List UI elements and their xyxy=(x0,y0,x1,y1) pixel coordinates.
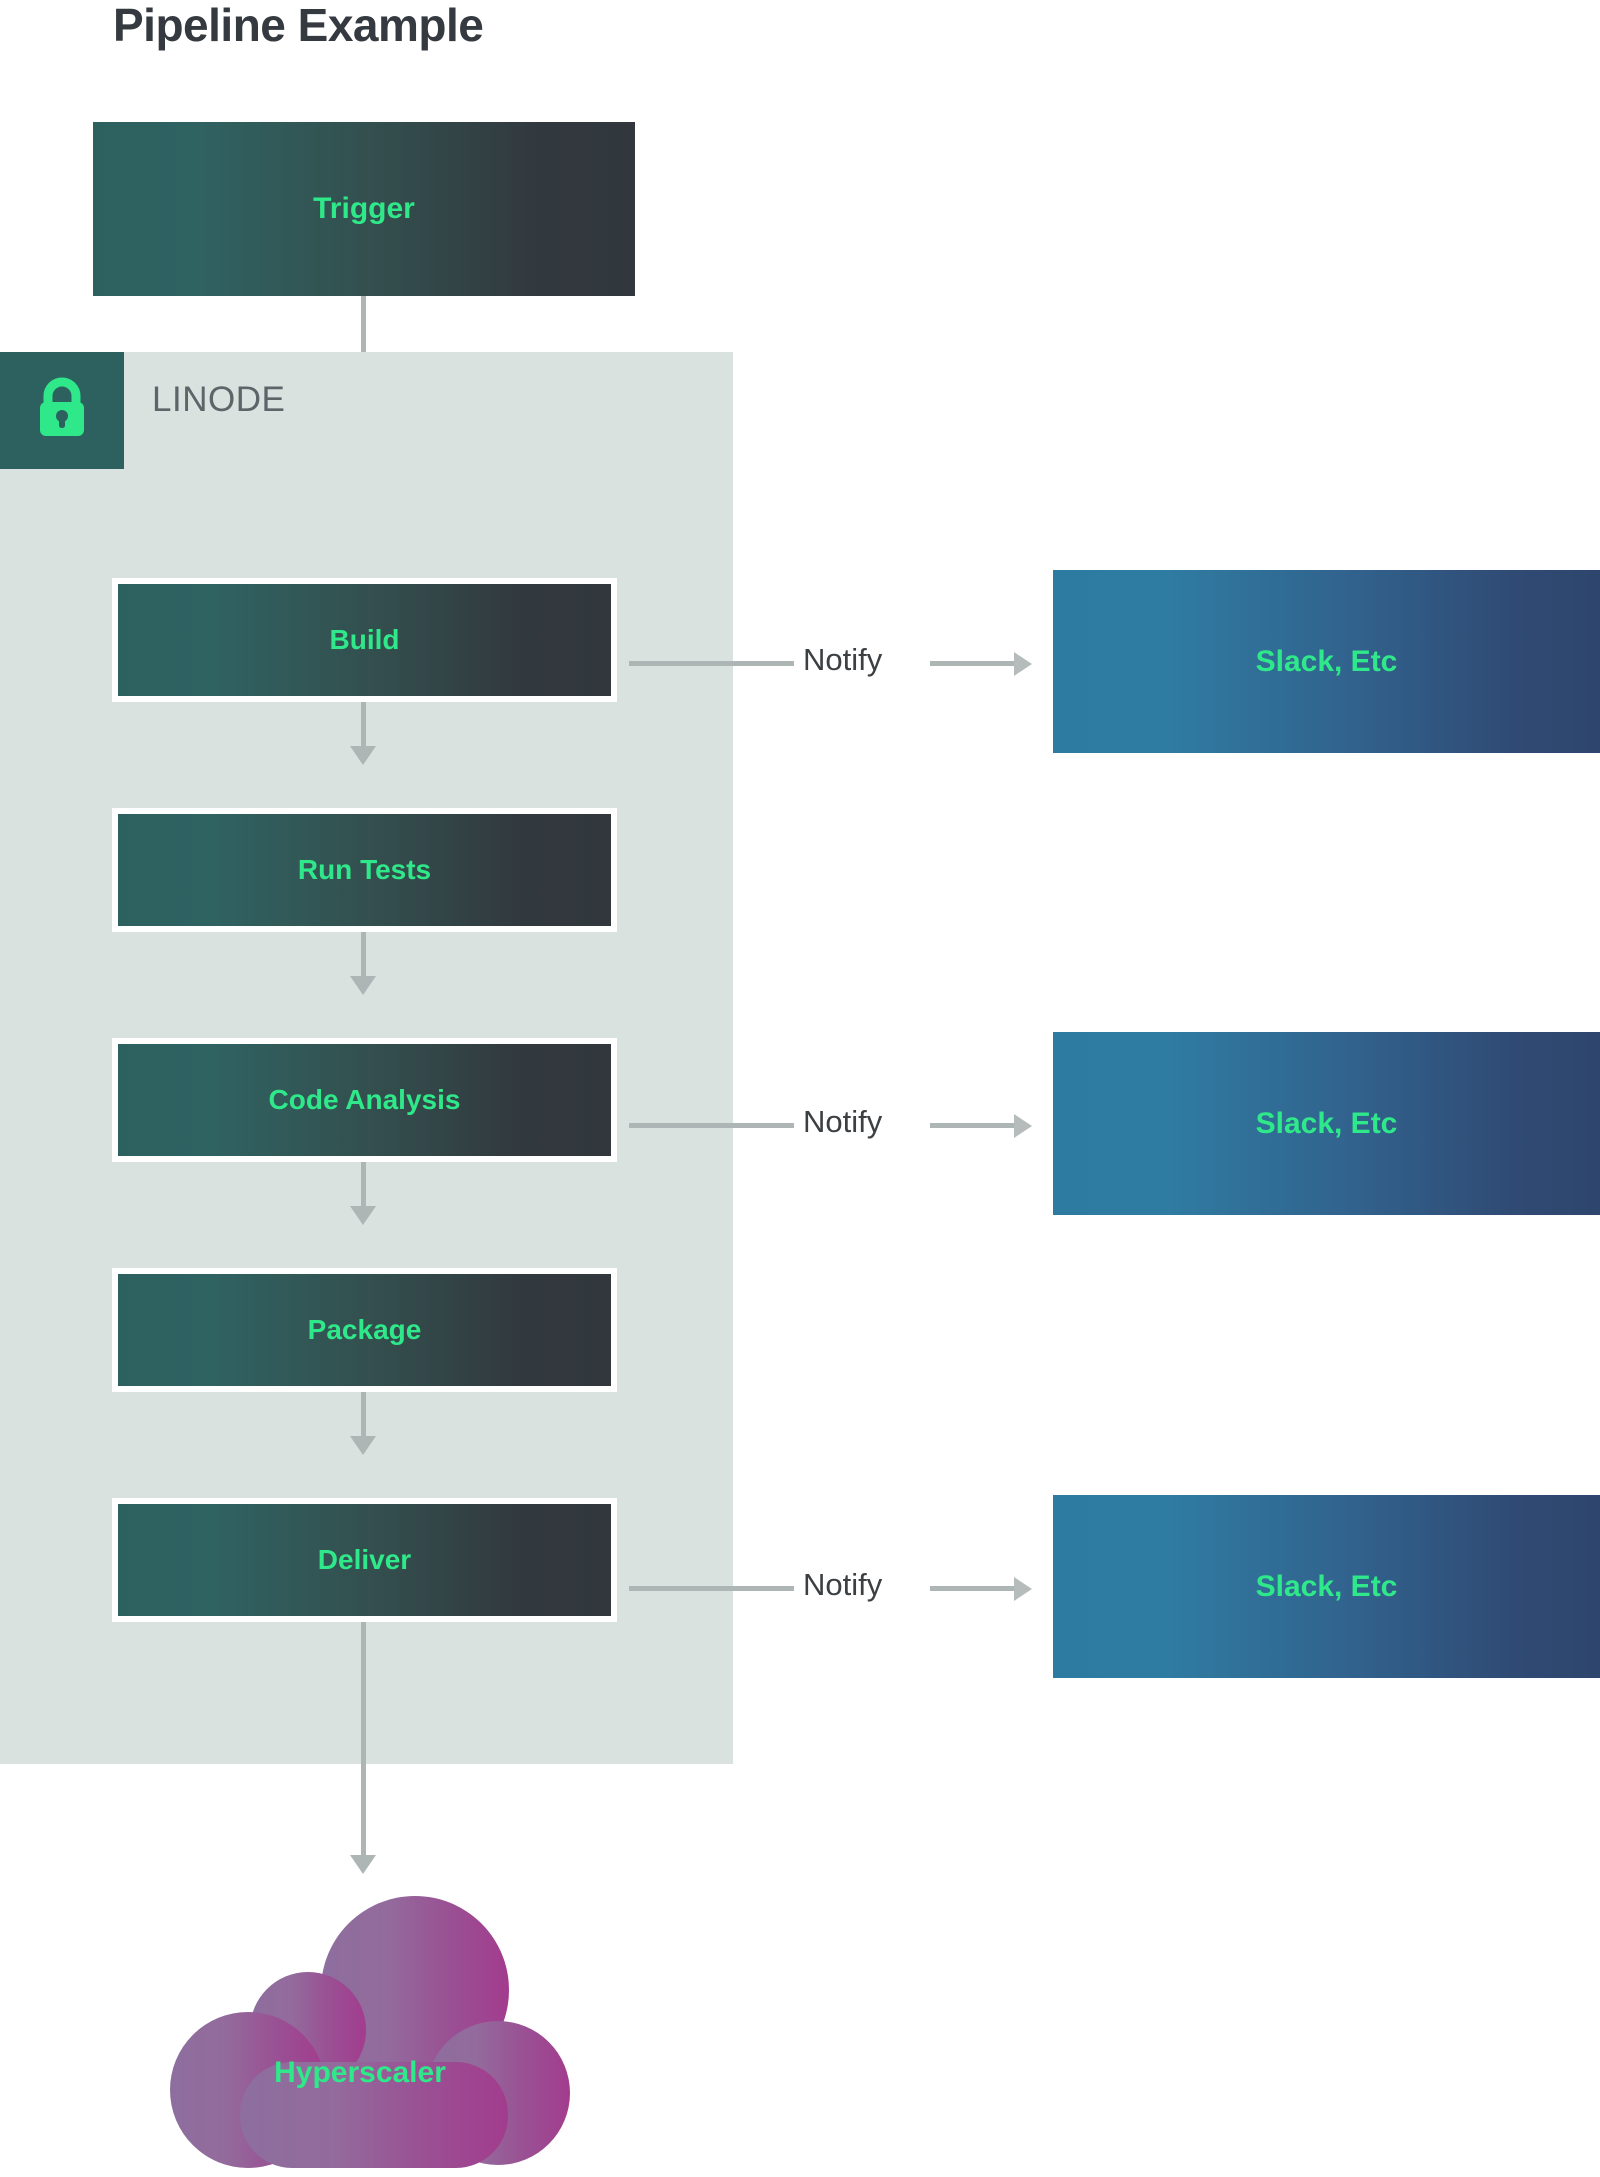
connector-code-analysis-to-package xyxy=(361,1162,366,1214)
stage-box-run-tests[interactable]: Run Tests xyxy=(112,808,617,932)
connector-package-to-deliver-arrowhead xyxy=(350,1436,376,1455)
connector-package-to-deliver xyxy=(361,1392,366,1444)
connector-run-tests-to-code-analysis-arrowhead xyxy=(350,976,376,995)
stage-box-build[interactable]: Build xyxy=(112,578,617,702)
notify-line-left-3 xyxy=(629,1586,794,1591)
notify-target-label-3: Slack, Etc xyxy=(1255,1569,1398,1603)
hyperscaler-cloud[interactable]: Hyperscaler xyxy=(140,1880,580,2170)
linode-badge xyxy=(0,352,124,469)
stage-label-code-analysis: Code Analysis xyxy=(268,1084,461,1115)
stage-label-build: Build xyxy=(329,624,400,655)
page-title: Pipeline Example xyxy=(113,0,484,51)
notify-label-1: Notify xyxy=(803,642,883,677)
connector-build-to-run-tests-arrowhead xyxy=(350,746,376,765)
notify-line-left-2 xyxy=(629,1123,794,1128)
connector-deliver-to-cloud-arrowhead xyxy=(350,1855,376,1874)
notify-target-label-1: Slack, Etc xyxy=(1255,644,1398,678)
cloud-shape-icon xyxy=(170,1896,570,2168)
stage-box-package[interactable]: Package xyxy=(112,1268,617,1392)
connector-build-to-run-tests xyxy=(361,702,366,754)
notify-target-box-3[interactable]: Slack, Etc xyxy=(1053,1495,1600,1678)
notify-target-box-2[interactable]: Slack, Etc xyxy=(1053,1032,1600,1215)
lock-icon xyxy=(34,376,90,445)
stage-label-run-tests: Run Tests xyxy=(297,854,432,885)
notify-line-right-2 xyxy=(930,1123,1018,1128)
notify-arrowhead-2 xyxy=(1014,1114,1032,1138)
notify-line-left-1 xyxy=(629,661,794,666)
notify-target-box-1[interactable]: Slack, Etc xyxy=(1053,570,1600,753)
trigger-label: Trigger xyxy=(313,192,415,225)
stage-label-package: Package xyxy=(307,1314,422,1345)
stage-box-code-analysis[interactable]: Code Analysis xyxy=(112,1038,617,1162)
notify-label-3: Notify xyxy=(803,1567,883,1602)
connector-deliver-to-cloud xyxy=(361,1622,366,1862)
connector-code-analysis-to-package-arrowhead xyxy=(350,1206,376,1225)
notify-arrowhead-3 xyxy=(1014,1577,1032,1601)
connector-run-tests-to-code-analysis xyxy=(361,932,366,984)
stage-box-deliver[interactable]: Deliver xyxy=(112,1498,617,1622)
notify-line-right-3 xyxy=(930,1586,1018,1591)
notify-line-right-1 xyxy=(930,661,1018,666)
linode-zone-label: LINODE xyxy=(152,380,286,419)
hyperscaler-label: Hyperscaler xyxy=(274,2056,446,2089)
notify-label-2: Notify xyxy=(803,1104,883,1139)
trigger-box[interactable]: Trigger xyxy=(93,122,635,296)
notify-target-label-2: Slack, Etc xyxy=(1255,1106,1398,1140)
stage-label-deliver: Deliver xyxy=(317,1544,412,1575)
notify-arrowhead-1 xyxy=(1014,652,1032,676)
